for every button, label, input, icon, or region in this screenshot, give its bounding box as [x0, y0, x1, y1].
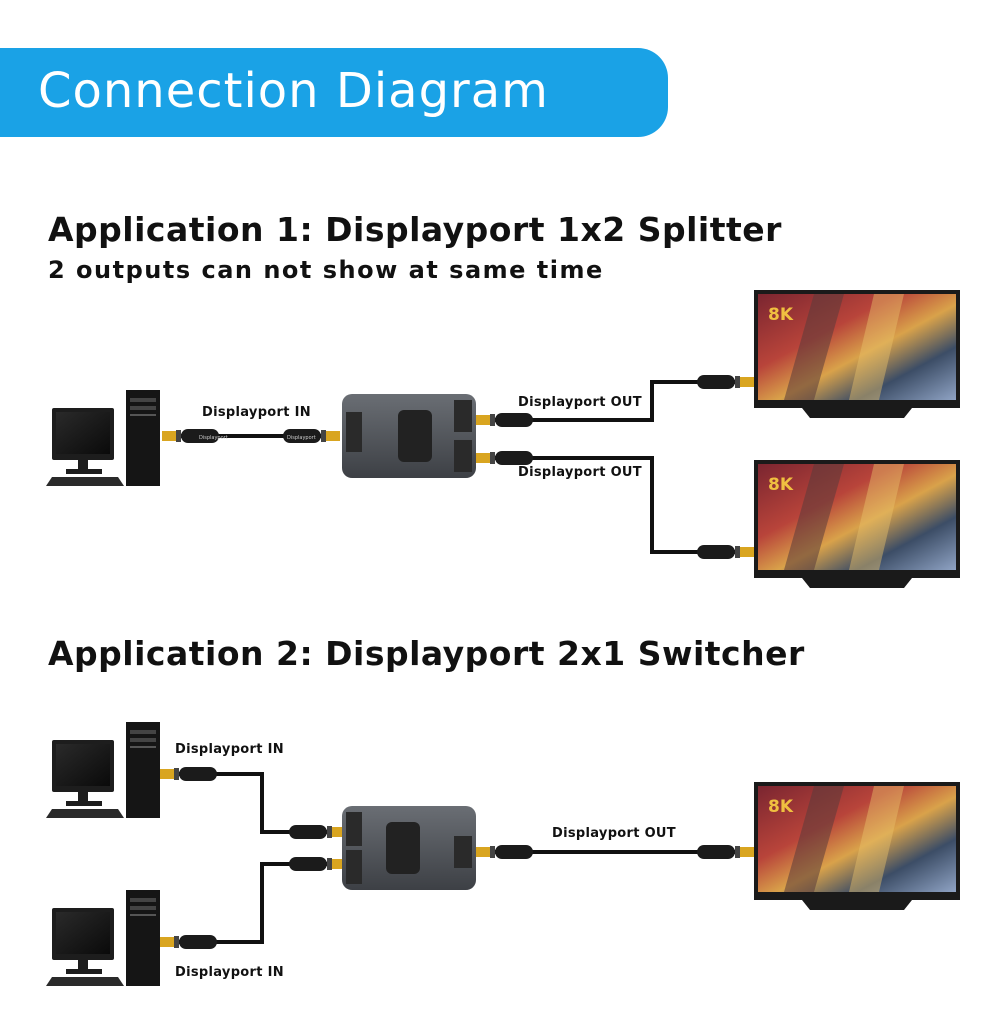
app2-computer-2-icon [46, 890, 160, 986]
app2-computer-1-icon [46, 722, 160, 818]
page-title: Connection Diagram [38, 63, 549, 119]
app2-in1-plug-pc-icon [160, 767, 217, 781]
app1-out2-plug-mon-icon [697, 545, 754, 559]
monitor-badge: 8K [768, 797, 794, 817]
monitor-badge: 8K [768, 305, 794, 325]
connector-label: Displayport [199, 435, 228, 441]
app1-out-label-1: Displayport OUT [518, 395, 642, 410]
app2-out-label: Displayport OUT [552, 826, 676, 841]
app1-in-label: Displayport IN [202, 405, 311, 420]
app1-computer-icon [46, 390, 160, 486]
app2-in-label-1: Displayport IN [175, 742, 284, 757]
app2-out-plug-mon-icon [697, 845, 754, 859]
app2-title: Application 2: Displayport 2x1 Switcher [48, 634, 805, 673]
app2-out-plug-dev-icon [476, 845, 533, 859]
app2-in1-plug-dev-icon [289, 825, 346, 839]
app1-out1-plug-dev-icon [476, 413, 533, 427]
app2-in2-plug-pc-icon [160, 935, 217, 949]
app1-title: Application 1: Displayport 1x2 Splitter [48, 210, 782, 249]
app1-subtitle: 2 outputs can not show at same time [48, 256, 604, 284]
app1-out1-plug-mon-icon [697, 375, 754, 389]
app1-out2-plug-dev-icon [476, 451, 533, 465]
app1-out-label-2: Displayport OUT [518, 465, 642, 480]
header-banner [0, 48, 668, 137]
connector-label: Displayport [287, 435, 316, 441]
app2-in2-plug-dev-icon [289, 857, 346, 871]
app2-switcher-device [342, 806, 476, 890]
app1-splitter-device [342, 394, 476, 478]
app2-in-label-2: Displayport IN [175, 965, 284, 980]
monitor-badge: 8K [768, 475, 794, 495]
